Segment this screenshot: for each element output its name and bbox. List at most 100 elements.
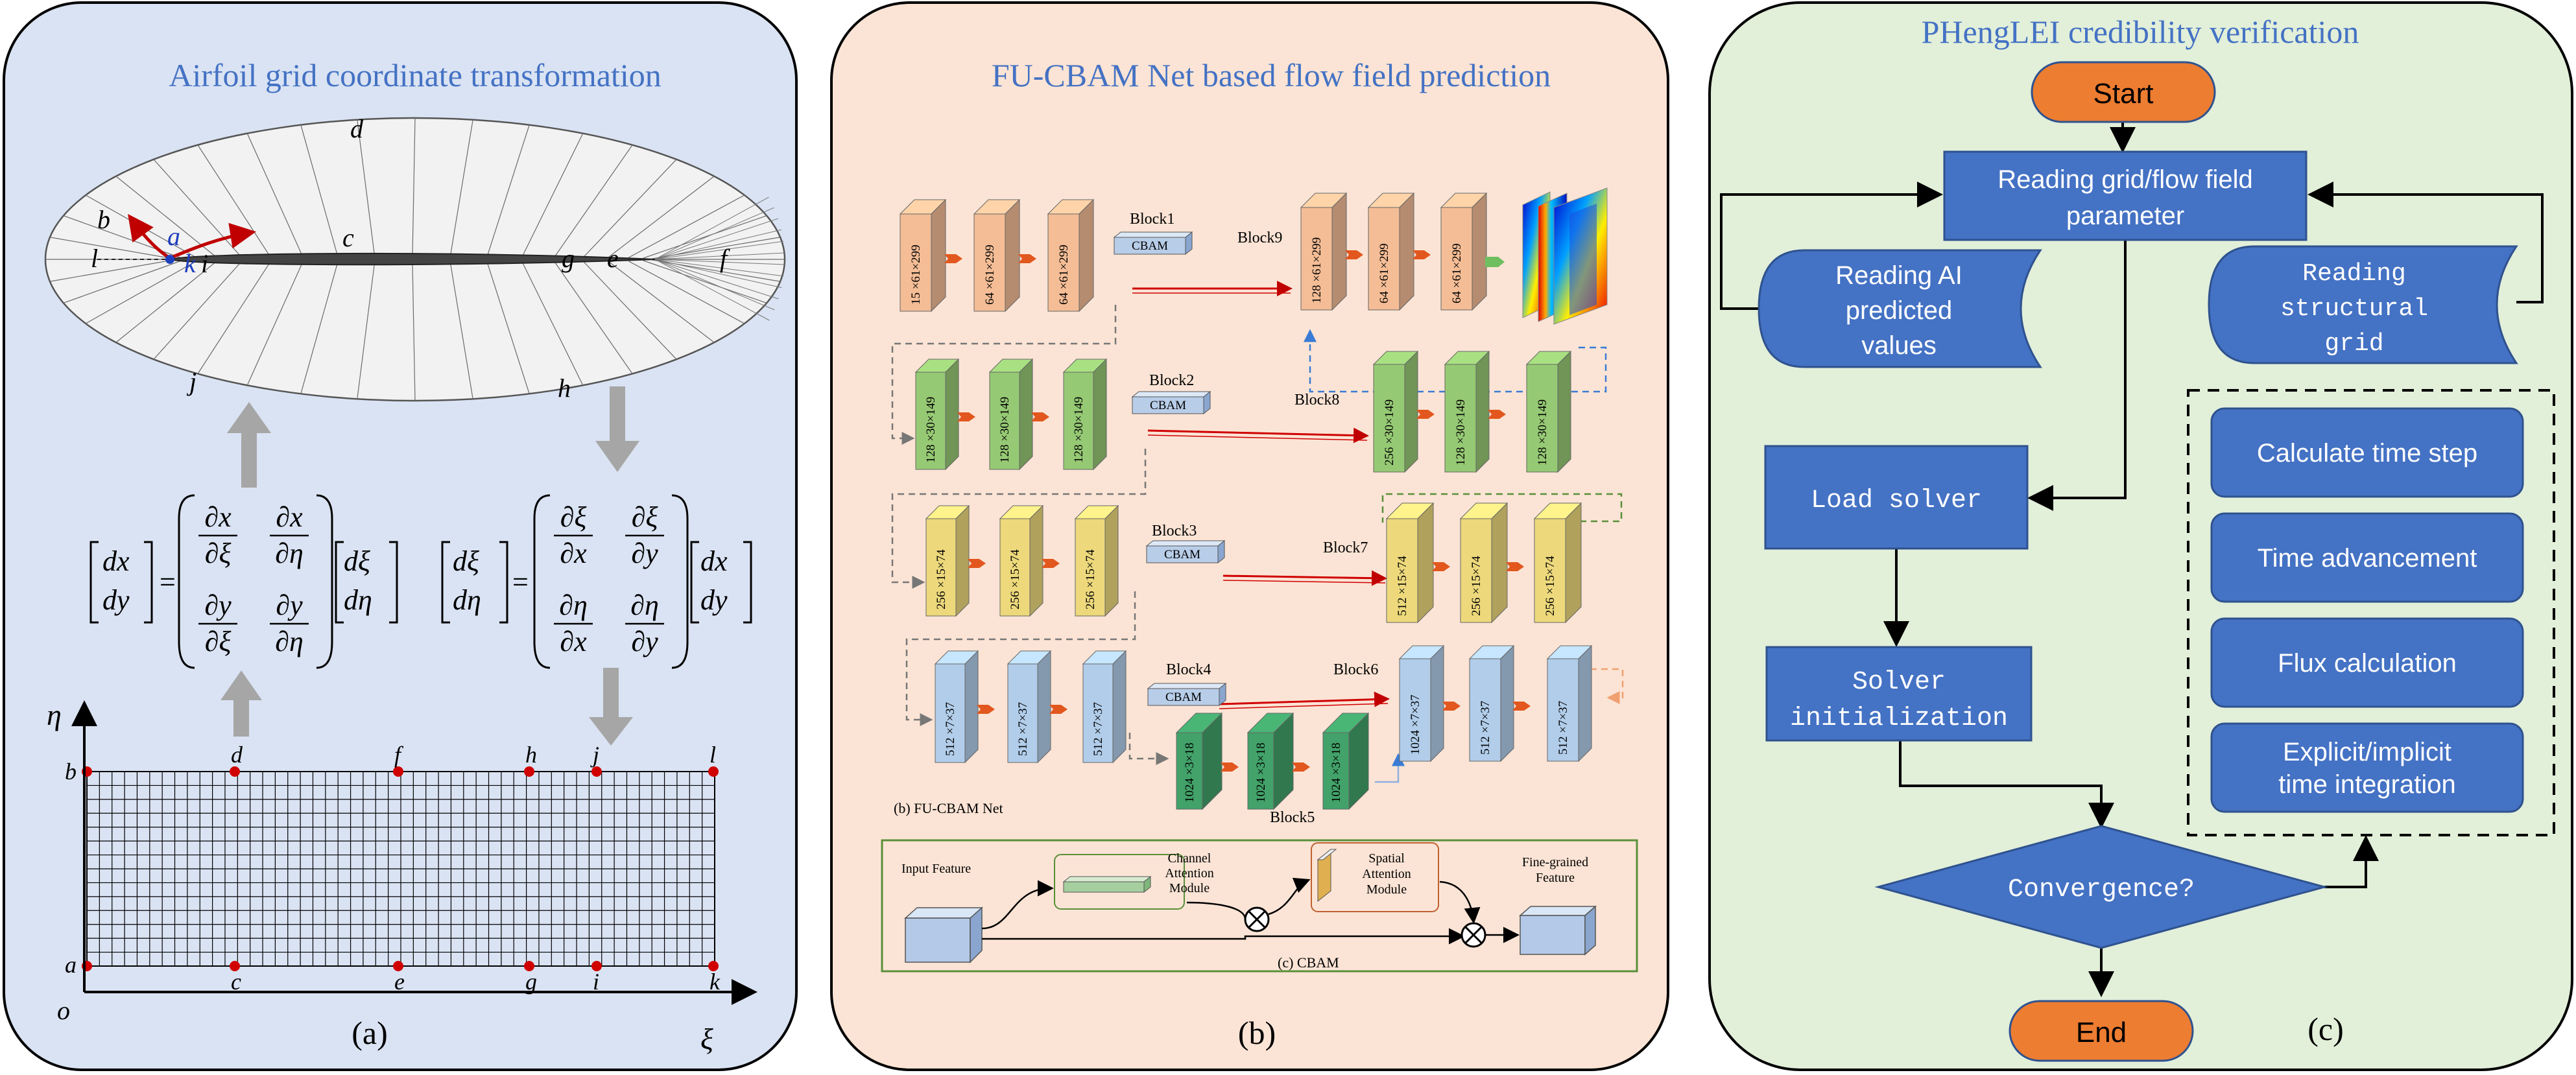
svg-text:512 ×15×74: 512 ×15×74 — [1396, 556, 1409, 616]
computational-grid — [82, 766, 719, 971]
block7-label: Block7 — [1323, 539, 1368, 556]
svg-text:dx: dx — [102, 545, 130, 577]
svg-text:∂y: ∂y — [631, 538, 658, 569]
svg-text:64 ×61×299: 64 ×61×299 — [1450, 243, 1464, 303]
row3_enc-feature-map: 256 ×15×74 — [999, 504, 1044, 617]
panel-a-caption: (a) — [352, 1015, 388, 1051]
svg-text:128 ×61×299: 128 ×61×299 — [1310, 237, 1324, 303]
row2_enc-feature-map: 128 ×30×149 — [914, 358, 960, 471]
block9-label: Block9 — [1237, 230, 1282, 246]
svg-text:256 ×15×74: 256 ×15×74 — [935, 549, 948, 609]
network-connections — [891, 281, 1624, 783]
svg-text:1024 ×7×37: 1024 ×7×37 — [1409, 694, 1422, 755]
svg-text:dy: dy — [700, 584, 728, 616]
solver-init-line1: Solver — [1852, 668, 1946, 697]
grid-bottom-label: k — [710, 969, 721, 995]
row4_enc-feature-map: 512 ×7×37 — [1007, 650, 1052, 764]
airfoil-labels: d b a l k i c g e f j h — [91, 114, 730, 403]
reading-ai-line1: Reading AI — [1835, 261, 1962, 290]
airfoil-origin-dot — [165, 255, 174, 264]
svg-text:∂y: ∂y — [631, 626, 658, 657]
svg-text:CBAM: CBAM — [1150, 399, 1186, 412]
svg-text:256 ×15×74: 256 ×15×74 — [1544, 556, 1557, 616]
cbam-tag: CBAM — [1145, 539, 1226, 564]
down-arrow-right-top — [595, 386, 639, 472]
fucbam-net-subcaption: (b) FU-CBAM Net — [894, 800, 1003, 816]
row2_enc-feature-map: 128 ×30×149 — [988, 358, 1034, 471]
conv-arrow — [957, 412, 975, 421]
airfoil-label-k: k — [184, 249, 197, 278]
channel-label-3: Module — [1169, 881, 1210, 895]
airfoil-label-a: a — [167, 222, 180, 251]
row5-feature-map: 1024 ×3×18 — [1322, 712, 1370, 810]
panel-c: PHengLEI credibility verification Start … — [1708, 1, 2573, 1071]
svg-text:64 ×61×299: 64 ×61×299 — [1057, 244, 1071, 305]
end-label: End — [2076, 1017, 2127, 1048]
svg-text:15 ×61×299: 15 ×61×299 — [909, 244, 923, 305]
grid-top-label: j — [590, 742, 599, 768]
reading-ai-predicted-store — [1758, 249, 2042, 368]
end-terminal — [2009, 1000, 2194, 1062]
svg-text:128 ×30×149: 128 ×30×149 — [1536, 399, 1549, 466]
block6-label: Block6 — [1333, 661, 1378, 678]
row1_dec-feature-map: 64 ×61×299 — [1367, 192, 1415, 311]
svg-text:∂η: ∂η — [275, 626, 304, 657]
block3-label: Block3 — [1152, 523, 1197, 539]
flow-field-output — [1522, 187, 1608, 325]
cbam-subcaption: (c) CBAM — [1278, 954, 1339, 971]
conv-arrow — [944, 254, 962, 263]
svg-text:128 ×30×149: 128 ×30×149 — [1454, 399, 1468, 466]
airfoil-label-e: e — [607, 244, 619, 273]
reading-parameters-box — [1943, 150, 2308, 241]
svg-text:∂η: ∂η — [630, 589, 659, 621]
cbam-input-cube — [905, 917, 971, 963]
jacobian-equation-2: dξ dη = ∂ξ ∂x ∂ξ ∂y ∂η ∂x ∂η ∂y dx dy — [441, 494, 752, 669]
solver-iteration-group — [2187, 389, 2555, 836]
grid-top-label: d — [231, 742, 243, 768]
svg-text:=: = — [512, 566, 529, 598]
output-arrow — [1485, 257, 1505, 267]
grid-point-top — [393, 766, 403, 777]
svg-text:1024 ×3×18: 1024 ×3×18 — [1254, 742, 1268, 803]
channel-attention-bar — [1063, 881, 1145, 893]
grid-bottom-label: c — [231, 969, 241, 995]
grid-bottom-label: i — [593, 969, 599, 995]
row3_dec-feature-map: 256 ×15×74 — [1533, 502, 1582, 624]
panel-b: FU-CBAM Net based flow field prediction … — [830, 1, 1669, 1071]
row2_dec-feature-map: 128 ×30×149 — [1444, 350, 1490, 473]
conv-arrow — [1031, 412, 1049, 421]
solver-step-box: Time advancement — [2210, 512, 2524, 603]
solver-step-box: Flux calculation — [2210, 617, 2524, 708]
svg-text:128 ×30×149: 128 ×30×149 — [998, 397, 1012, 463]
block1-label: Block1 — [1130, 211, 1175, 228]
airfoil-label-l: l — [91, 244, 98, 273]
panel-c-title: PHengLEI credibility verification — [1922, 14, 2359, 50]
grid-bottom-label: a — [65, 952, 77, 978]
network-feature-maps: 15 ×61×299 64 ×61×299 64 ×61×299 128 ×61×29… — [899, 192, 1593, 810]
svg-text:∂x: ∂x — [204, 501, 232, 533]
row3_dec-feature-map: 512 ×15×74 — [1385, 502, 1435, 624]
svg-text:256 ×15×74: 256 ×15×74 — [1084, 549, 1097, 609]
svg-text:512 ×7×37: 512 ×7×37 — [1091, 702, 1105, 756]
row3_enc-feature-map: 256 ×15×74 — [925, 504, 970, 617]
reading-params-line1: Reading grid/flow field — [1998, 165, 2253, 194]
svg-text:∂η: ∂η — [559, 589, 588, 621]
output-label-2: Feature — [1536, 871, 1575, 885]
solver-init-line2: initialization — [1790, 704, 2008, 733]
channel-label-2: Attention — [1165, 866, 1214, 880]
row1_enc-feature-map: 15 ×61×299 — [899, 198, 947, 313]
cbam-tag: CBAM — [1131, 390, 1211, 415]
jacobian-equation-1: dx dy = ∂x ∂ξ ∂x ∂η ∂y ∂ξ ∂y ∂η dξ dη — [89, 494, 398, 669]
conv-arrow — [1221, 762, 1239, 772]
row2_dec-feature-map: 256 ×30×149 — [1372, 350, 1419, 473]
reading-grid-line2: structural — [2280, 295, 2428, 323]
grid-top-label: b — [65, 759, 77, 785]
block5-label: Block5 — [1270, 809, 1315, 826]
panel-a-title: Airfoil grid coordinate transformation — [169, 57, 662, 93]
load-solver-box — [1764, 445, 2029, 550]
svg-text:1024 ×3×18: 1024 ×3×18 — [1183, 742, 1197, 803]
conv-arrow — [1416, 410, 1435, 419]
